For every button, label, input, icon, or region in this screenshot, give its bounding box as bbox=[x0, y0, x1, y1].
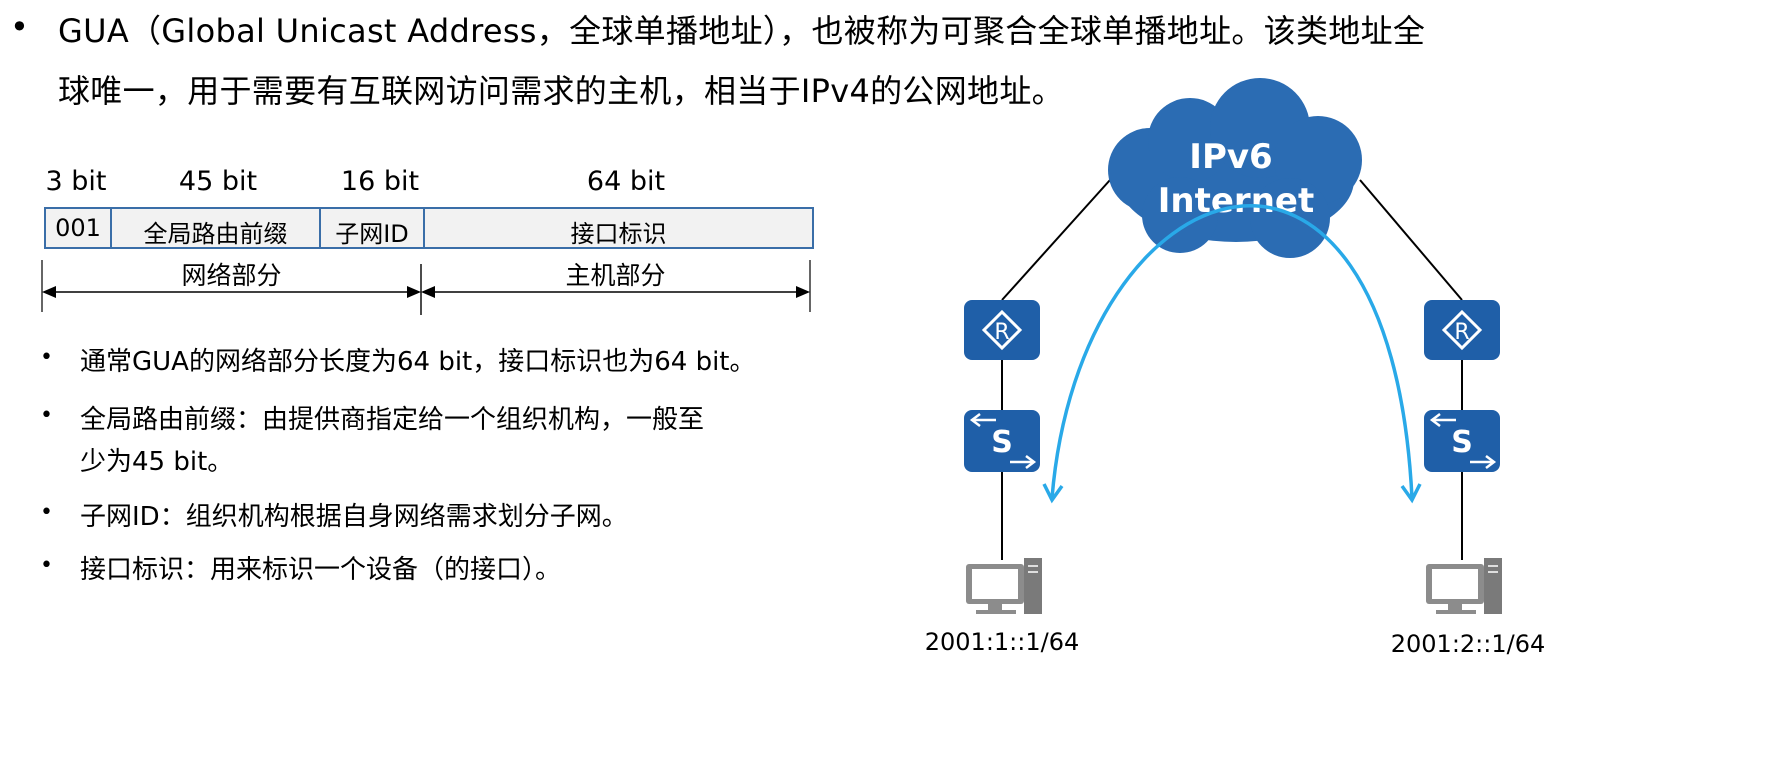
intro-line-1: GUA（Global Unicast Address，全球单播地址），也被称为可… bbox=[58, 12, 1426, 50]
router-right: R bbox=[1424, 300, 1500, 360]
links bbox=[1001, 179, 1463, 560]
address-format-box bbox=[41, 207, 814, 315]
bullet-item-2-line-1: 全局路由前缀：由提供商指定给一个组织机构，一般至 bbox=[80, 405, 705, 435]
cloud-label-line-1: IPv6 bbox=[1189, 137, 1272, 177]
field-prefix-001: 001 bbox=[55, 214, 101, 242]
network-part-label: 网络部分 bbox=[181, 261, 282, 290]
internet-cloud bbox=[1108, 78, 1362, 258]
arc-arrowhead-left-icon bbox=[1042, 483, 1064, 504]
host-right-computer-icon bbox=[1426, 558, 1502, 614]
bullet-item-4: 接口标识：用来标识一个设备（的接口）。 bbox=[80, 555, 562, 585]
intro-paragraph: • GUA（Global Unicast Address，全球单播地址），也被称… bbox=[0, 0, 1780, 118]
bullet-dot: • bbox=[40, 345, 53, 370]
bullet-item-3: 子网ID：组织机构根据自身网络需求划分子网。 bbox=[80, 502, 628, 532]
bit-label-64: 64 bit bbox=[586, 166, 666, 197]
bullet-dot: • bbox=[40, 500, 53, 525]
intro-bullet: • bbox=[10, 8, 29, 46]
router-left: R bbox=[964, 300, 1040, 360]
bit-label-3: 3 bit bbox=[45, 166, 107, 197]
arc-arrowhead-right-icon bbox=[1400, 483, 1422, 504]
switch-left-letter: S bbox=[991, 425, 1013, 460]
switch-left: S bbox=[964, 410, 1040, 472]
switch-right: S bbox=[1424, 410, 1500, 472]
host-left-computer-icon bbox=[966, 558, 1042, 614]
bullet-item-2-line-2: 少为45 bit。 bbox=[80, 447, 234, 477]
field-subnet-id: 子网ID bbox=[335, 220, 409, 248]
bullet-dot: • bbox=[40, 553, 53, 578]
intro-line-2: 球唯一，用于需要有互联网访问需求的主机，相当于IPv4的公网地址。 bbox=[58, 72, 1064, 110]
communication-arc-arrow bbox=[1050, 204, 1414, 499]
host-right-address: 2001:2::1/64 bbox=[1391, 630, 1546, 658]
router-right-letter: R bbox=[1454, 320, 1469, 345]
bullet-dot: • bbox=[40, 403, 53, 428]
host-part-label: 主机部分 bbox=[565, 261, 666, 290]
field-interface-id: 接口标识 bbox=[570, 220, 667, 248]
bit-label-45: 45 bit bbox=[178, 166, 258, 197]
host-left-address: 2001:1::1/64 bbox=[925, 628, 1080, 656]
bit-label-16: 16 bit bbox=[340, 166, 420, 197]
router-left-letter: R bbox=[994, 320, 1009, 345]
bullet-item-1: 通常GUA的网络部分长度为64 bit，接口标识也为64 bit。 bbox=[80, 347, 756, 377]
switch-right-letter: S bbox=[1451, 425, 1473, 460]
field-global-routing-prefix: 全局路由前缀 bbox=[143, 220, 288, 248]
